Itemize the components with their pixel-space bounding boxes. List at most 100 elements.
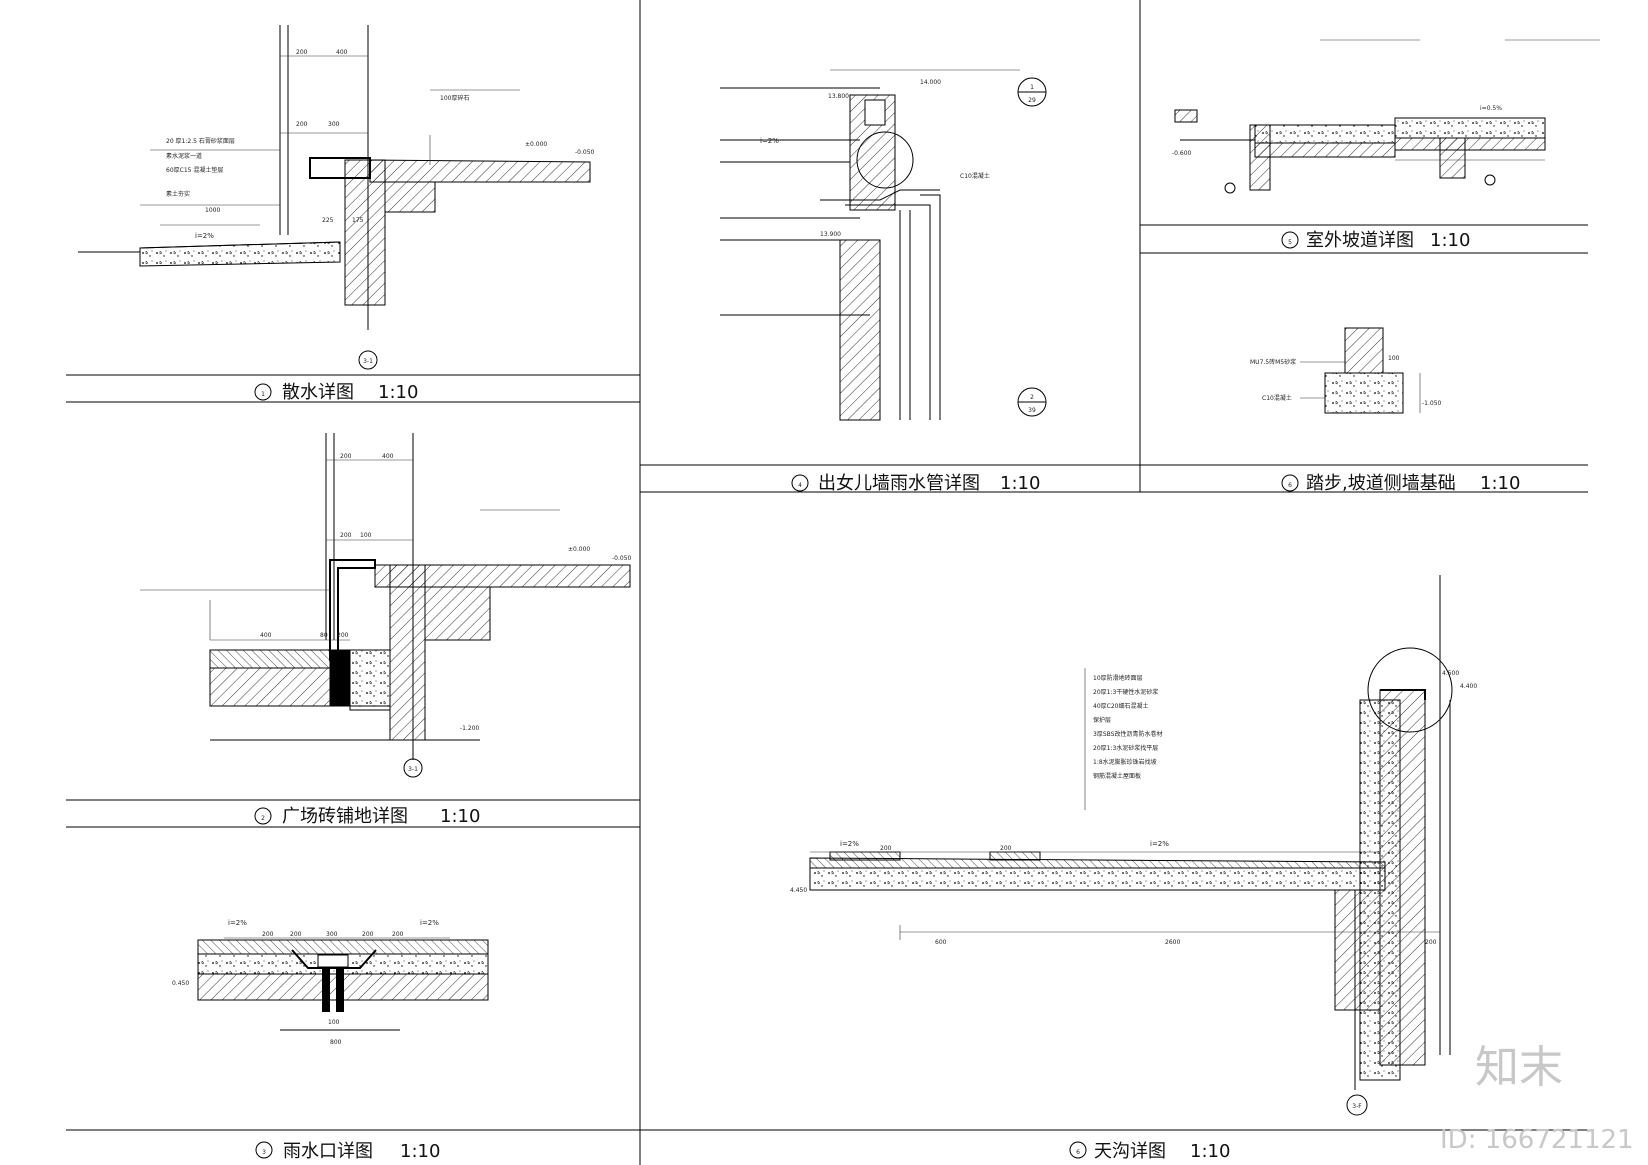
title-d1-text: 散水详图 xyxy=(282,382,354,403)
d3-dim-100: 100 xyxy=(328,1019,340,1026)
d2-dim-200: 200 xyxy=(340,453,352,460)
d3-elev: 0.450 xyxy=(172,980,189,987)
d2-dim-80: 80 xyxy=(320,632,328,639)
d3-dim-3: 300 xyxy=(326,931,338,938)
detail-5-ramp: -0.600 i=0.5% xyxy=(1172,39,1600,194)
d4-elev2: 13.900 xyxy=(820,231,841,238)
d7-elev-top: 4.500 xyxy=(1442,670,1459,677)
d2-elev: ±0.000 xyxy=(568,546,590,553)
d3-slope-r: i=2% xyxy=(420,919,439,927)
detail-2-paving: 3-1 200 400 200 100 400 80 200 ±0.000 -0… xyxy=(140,433,632,778)
d7-axis: 3-F xyxy=(1352,1103,1362,1110)
title-d7-num: 6 xyxy=(1076,1149,1080,1156)
d1-slope: i=2% xyxy=(195,232,214,240)
d7-note-2: 20厚1:3干硬性水泥砂浆 xyxy=(1093,688,1158,696)
d7-dim-600: 600 xyxy=(935,939,947,946)
title-d4-text: 出女儿墙雨水管详图 xyxy=(818,473,980,494)
d1-dim-300: 300 xyxy=(328,121,340,128)
detail-3-rain-inlet: i=2% i=2% 200 200 300 200 200 100 800 0.… xyxy=(172,919,489,1046)
d6-mu: MU7.5砖M5砂浆 xyxy=(1250,358,1296,366)
d1-note-3: 60厚C15 混凝土垫层 xyxy=(166,166,223,174)
d2-dim-200b: 200 xyxy=(340,532,352,539)
d4-elev3: 14.000 xyxy=(920,79,941,86)
d7-note-7: 1:8水泥膨胀珍珠岩找坡 xyxy=(1093,758,1157,766)
d4-elev1: 13.800 xyxy=(828,93,849,100)
d7-note-5: 3厚SBS改性沥青防水卷材 xyxy=(1093,730,1162,738)
d1-dim-175: 175 xyxy=(352,217,364,224)
d7-dim-2600: 2600 xyxy=(1165,939,1180,946)
title-d2-scale: 1:10 xyxy=(440,806,480,827)
d1-note-2: 素水泥浆一道 xyxy=(166,152,202,160)
title-d6-text: 踏步,坡道侧墙基础 xyxy=(1306,473,1456,494)
d2-dim-400b: 400 xyxy=(260,632,272,639)
d7-note-3: 40厚C20细石混凝土 xyxy=(1093,702,1148,710)
d7-dim-200a: 200 xyxy=(880,845,892,852)
title-d5-scale: 1:10 xyxy=(1430,230,1470,251)
d1-note-5: 100厚碎石 xyxy=(440,94,469,102)
d7-note-1: 10厚防滑地砖面层 xyxy=(1093,674,1143,682)
d7-note-4: 保护层 xyxy=(1093,716,1111,724)
title-d5-text: 室外坡道详图 xyxy=(1306,230,1414,251)
detail-6-footing: MU7.5砖M5砂浆 C10混凝土 100 -1.050 xyxy=(1250,327,1442,414)
title-d5-num: 5 xyxy=(1288,239,1292,246)
d2-elev3: -1.200 xyxy=(460,725,480,732)
d3-dim-4: 200 xyxy=(362,931,374,938)
d2-dim-400: 400 xyxy=(382,453,394,460)
detail-4-parapet-drain: 1 29 2 39 i=2% 13.800 13.900 14.000 C10混… xyxy=(720,69,1047,421)
d7-slope2: i=2% xyxy=(1150,840,1169,848)
d7-dim-200c: 200 xyxy=(1425,939,1437,946)
d1-note-4: 素土夯实 xyxy=(166,190,190,198)
detail-1-apron: 3-1 200 400 200 300 1000 225 175 i=2% ±0… xyxy=(78,25,595,370)
title-d1-scale: 1:10 xyxy=(378,382,418,403)
d2-axis: 3-1 xyxy=(408,766,418,773)
d4-ref-top-a: 1 xyxy=(1030,84,1034,91)
d4-ref-bot-b: 39 xyxy=(1028,407,1036,414)
title-d1-num: 1 xyxy=(261,391,265,398)
d7-note-6: 20厚1:3水泥砂浆找平层 xyxy=(1093,744,1158,752)
d4-ref-bot-a: 2 xyxy=(1030,394,1034,401)
d1-elev: ±0.000 xyxy=(525,141,547,148)
d3-dim-800: 800 xyxy=(330,1039,342,1046)
d1-elev2: -0.050 xyxy=(575,149,595,156)
title-d3-scale: 1:10 xyxy=(400,1141,440,1162)
title-d6-scale: 1:10 xyxy=(1480,473,1520,494)
d6-c10: C10混凝土 xyxy=(1262,394,1292,402)
detail-7-gutter: 3-F i=2% i=2% 200 200 600 2600 200 4.450… xyxy=(790,575,1477,1116)
title-d7-scale: 1:10 xyxy=(1190,1141,1230,1162)
d2-dim-100: 100 xyxy=(360,532,372,539)
d1-dim-200: 200 xyxy=(296,49,308,56)
title-d3-num: 3 xyxy=(262,1149,266,1156)
title-d2-text: 广场砖铺地详图 xyxy=(282,806,408,827)
d4-c10: C10混凝土 xyxy=(960,172,990,180)
d5-elev: -0.600 xyxy=(1172,150,1192,157)
title-d4-num: 4 xyxy=(798,482,802,489)
d2-elev2: -0.050 xyxy=(612,555,632,562)
title-d2-num: 2 xyxy=(261,815,265,822)
d5-slope: i=0.5% xyxy=(1480,105,1502,112)
d4-ref-top-b: 29 xyxy=(1028,97,1036,104)
title-d3: 3 雨水口详图 1:10 xyxy=(255,1141,440,1162)
watermark: 知末 ID: 166721121 xyxy=(1440,1042,1634,1155)
title-d7-text: 天沟详图 xyxy=(1094,1141,1166,1162)
d1-dim-200b: 200 xyxy=(296,121,308,128)
d3-dim-5: 200 xyxy=(392,931,404,938)
title-d7: 6 天沟详图 1:10 xyxy=(1069,1141,1230,1162)
watermark-logo: 知末 xyxy=(1475,1042,1563,1093)
title-d4-scale: 1:10 xyxy=(1000,473,1040,494)
title-d5: 5 室外坡道详图 1:10 xyxy=(1281,230,1470,251)
title-d2: 2 广场砖铺地详图 1:10 xyxy=(254,806,480,827)
d1-dim-225: 225 xyxy=(322,217,334,224)
d7-note-8: 钢筋混凝土屋面板 xyxy=(1093,772,1141,780)
d6-dim: 100 xyxy=(1388,355,1400,362)
title-d6: 6 踏步,坡道侧墙基础 1:10 xyxy=(1281,473,1520,494)
d1-axis: 3-1 xyxy=(363,358,373,365)
d7-elev-right: 4.400 xyxy=(1460,683,1477,690)
d3-slope-l: i=2% xyxy=(228,919,247,927)
d4-slope: i=2% xyxy=(760,137,779,145)
d7-elev-left: 4.450 xyxy=(790,887,807,894)
watermark-id: ID: 166721121 xyxy=(1440,1125,1634,1155)
d7-slope1: i=2% xyxy=(840,840,859,848)
title-d4: 4 出女儿墙雨水管详图 1:10 xyxy=(791,473,1040,494)
d2-dim-200c: 200 xyxy=(337,632,349,639)
